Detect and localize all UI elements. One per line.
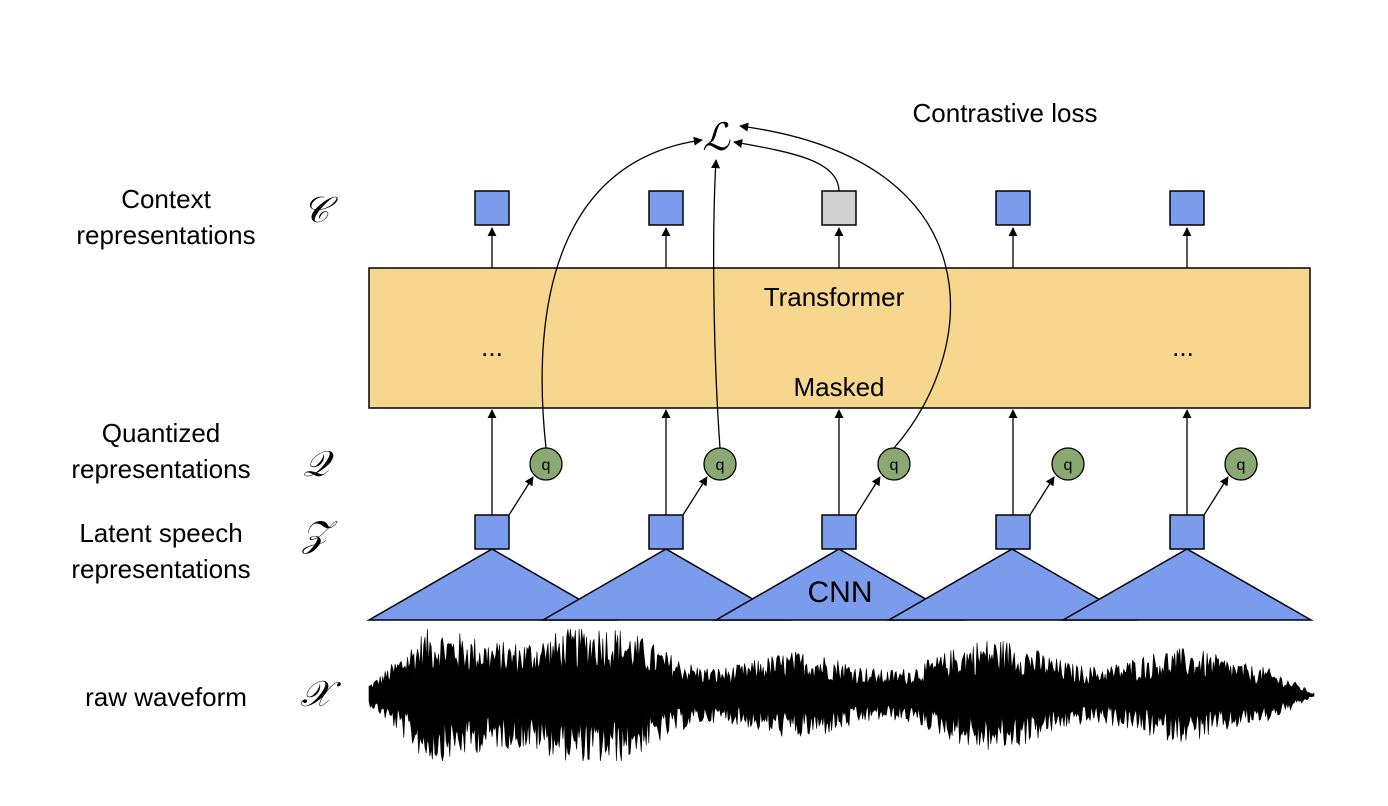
context-square-5 xyxy=(1169,190,1205,226)
context-square-4 xyxy=(995,190,1031,226)
latent-to-quantizer-arrows xyxy=(508,476,1229,516)
transformer-title: Transformer xyxy=(764,282,905,312)
cnn-triangle-3 xyxy=(713,548,965,621)
loss-arrow-from-q2 xyxy=(710,159,721,449)
contrastive-loss-arrows xyxy=(541,122,952,449)
context-square-1 xyxy=(474,190,510,226)
latent-square-3 xyxy=(821,514,857,550)
loss-arrow-from-masked-context xyxy=(733,138,840,192)
context-label-line1: Context xyxy=(121,184,211,214)
context-label-line2: representations xyxy=(76,220,255,250)
contrastive-loss-title: Contrastive loss xyxy=(913,98,1098,128)
latent-square-5 xyxy=(1169,514,1205,550)
raw-waveform xyxy=(368,628,1315,762)
latent-label-line2: representations xyxy=(71,554,250,584)
latent-to-transformer-arrows xyxy=(487,409,1192,515)
cnn-triangle-1 xyxy=(366,548,618,621)
cnn-label: CNN xyxy=(808,576,873,609)
quantizer-2: q xyxy=(703,447,737,481)
transformer-masked-label: Masked xyxy=(793,372,884,402)
raw-waveform-label: raw waveform xyxy=(85,682,247,712)
arrow-z4-q xyxy=(1029,476,1055,516)
quantizer-label: q xyxy=(716,457,725,474)
quantizer-3: q xyxy=(877,447,911,481)
transformer-block xyxy=(368,267,1311,409)
quantized-label-line1: Quantized xyxy=(102,418,221,448)
quantized-label-line2: representations xyxy=(71,454,250,484)
transformer-ellipsis-right: ... xyxy=(1172,332,1194,362)
cnn-triangle-4 xyxy=(886,548,1138,621)
cnn-triangle-2 xyxy=(540,548,792,621)
context-vectors xyxy=(474,190,1205,226)
quantizer-label: q xyxy=(1064,457,1073,474)
quantizer-label: q xyxy=(890,457,899,474)
latent-square-2 xyxy=(648,514,684,550)
latent-vectors xyxy=(474,514,1205,550)
latent-square-4 xyxy=(995,514,1031,550)
arrow-z3-q xyxy=(855,476,881,516)
context-symbol: 𝒞 xyxy=(303,190,339,231)
latent-symbol: 𝒵 xyxy=(301,514,338,555)
cnn-encoder xyxy=(366,548,1314,621)
quantizer-5: q xyxy=(1224,447,1258,481)
loss-symbol: ℒ xyxy=(702,115,731,159)
transformer-ellipsis-left: ... xyxy=(481,332,503,362)
latent-label-line1: Latent speech xyxy=(79,518,242,548)
quantizers: q q q q q xyxy=(529,447,1258,481)
arrow-z5-q xyxy=(1203,476,1229,516)
loss-arrow-from-q3 xyxy=(739,122,952,449)
quantizer-4: q xyxy=(1051,447,1085,481)
quantizer-1: q xyxy=(529,447,563,481)
raw-symbol: 𝒳 xyxy=(301,674,342,715)
context-square-2 xyxy=(648,190,684,226)
transformer-to-context-arrows xyxy=(487,227,1192,268)
quantizer-label: q xyxy=(1237,457,1246,474)
context-square-masked xyxy=(821,190,857,226)
arrow-z1-q xyxy=(508,476,534,516)
arrow-z2-q xyxy=(682,476,708,516)
quantized-symbol: 𝒬 xyxy=(303,444,334,485)
latent-square-1 xyxy=(474,514,510,550)
loss-arrow-from-q1 xyxy=(541,136,703,449)
cnn-triangle-5 xyxy=(1060,548,1314,621)
quantizer-label: q xyxy=(542,457,551,474)
